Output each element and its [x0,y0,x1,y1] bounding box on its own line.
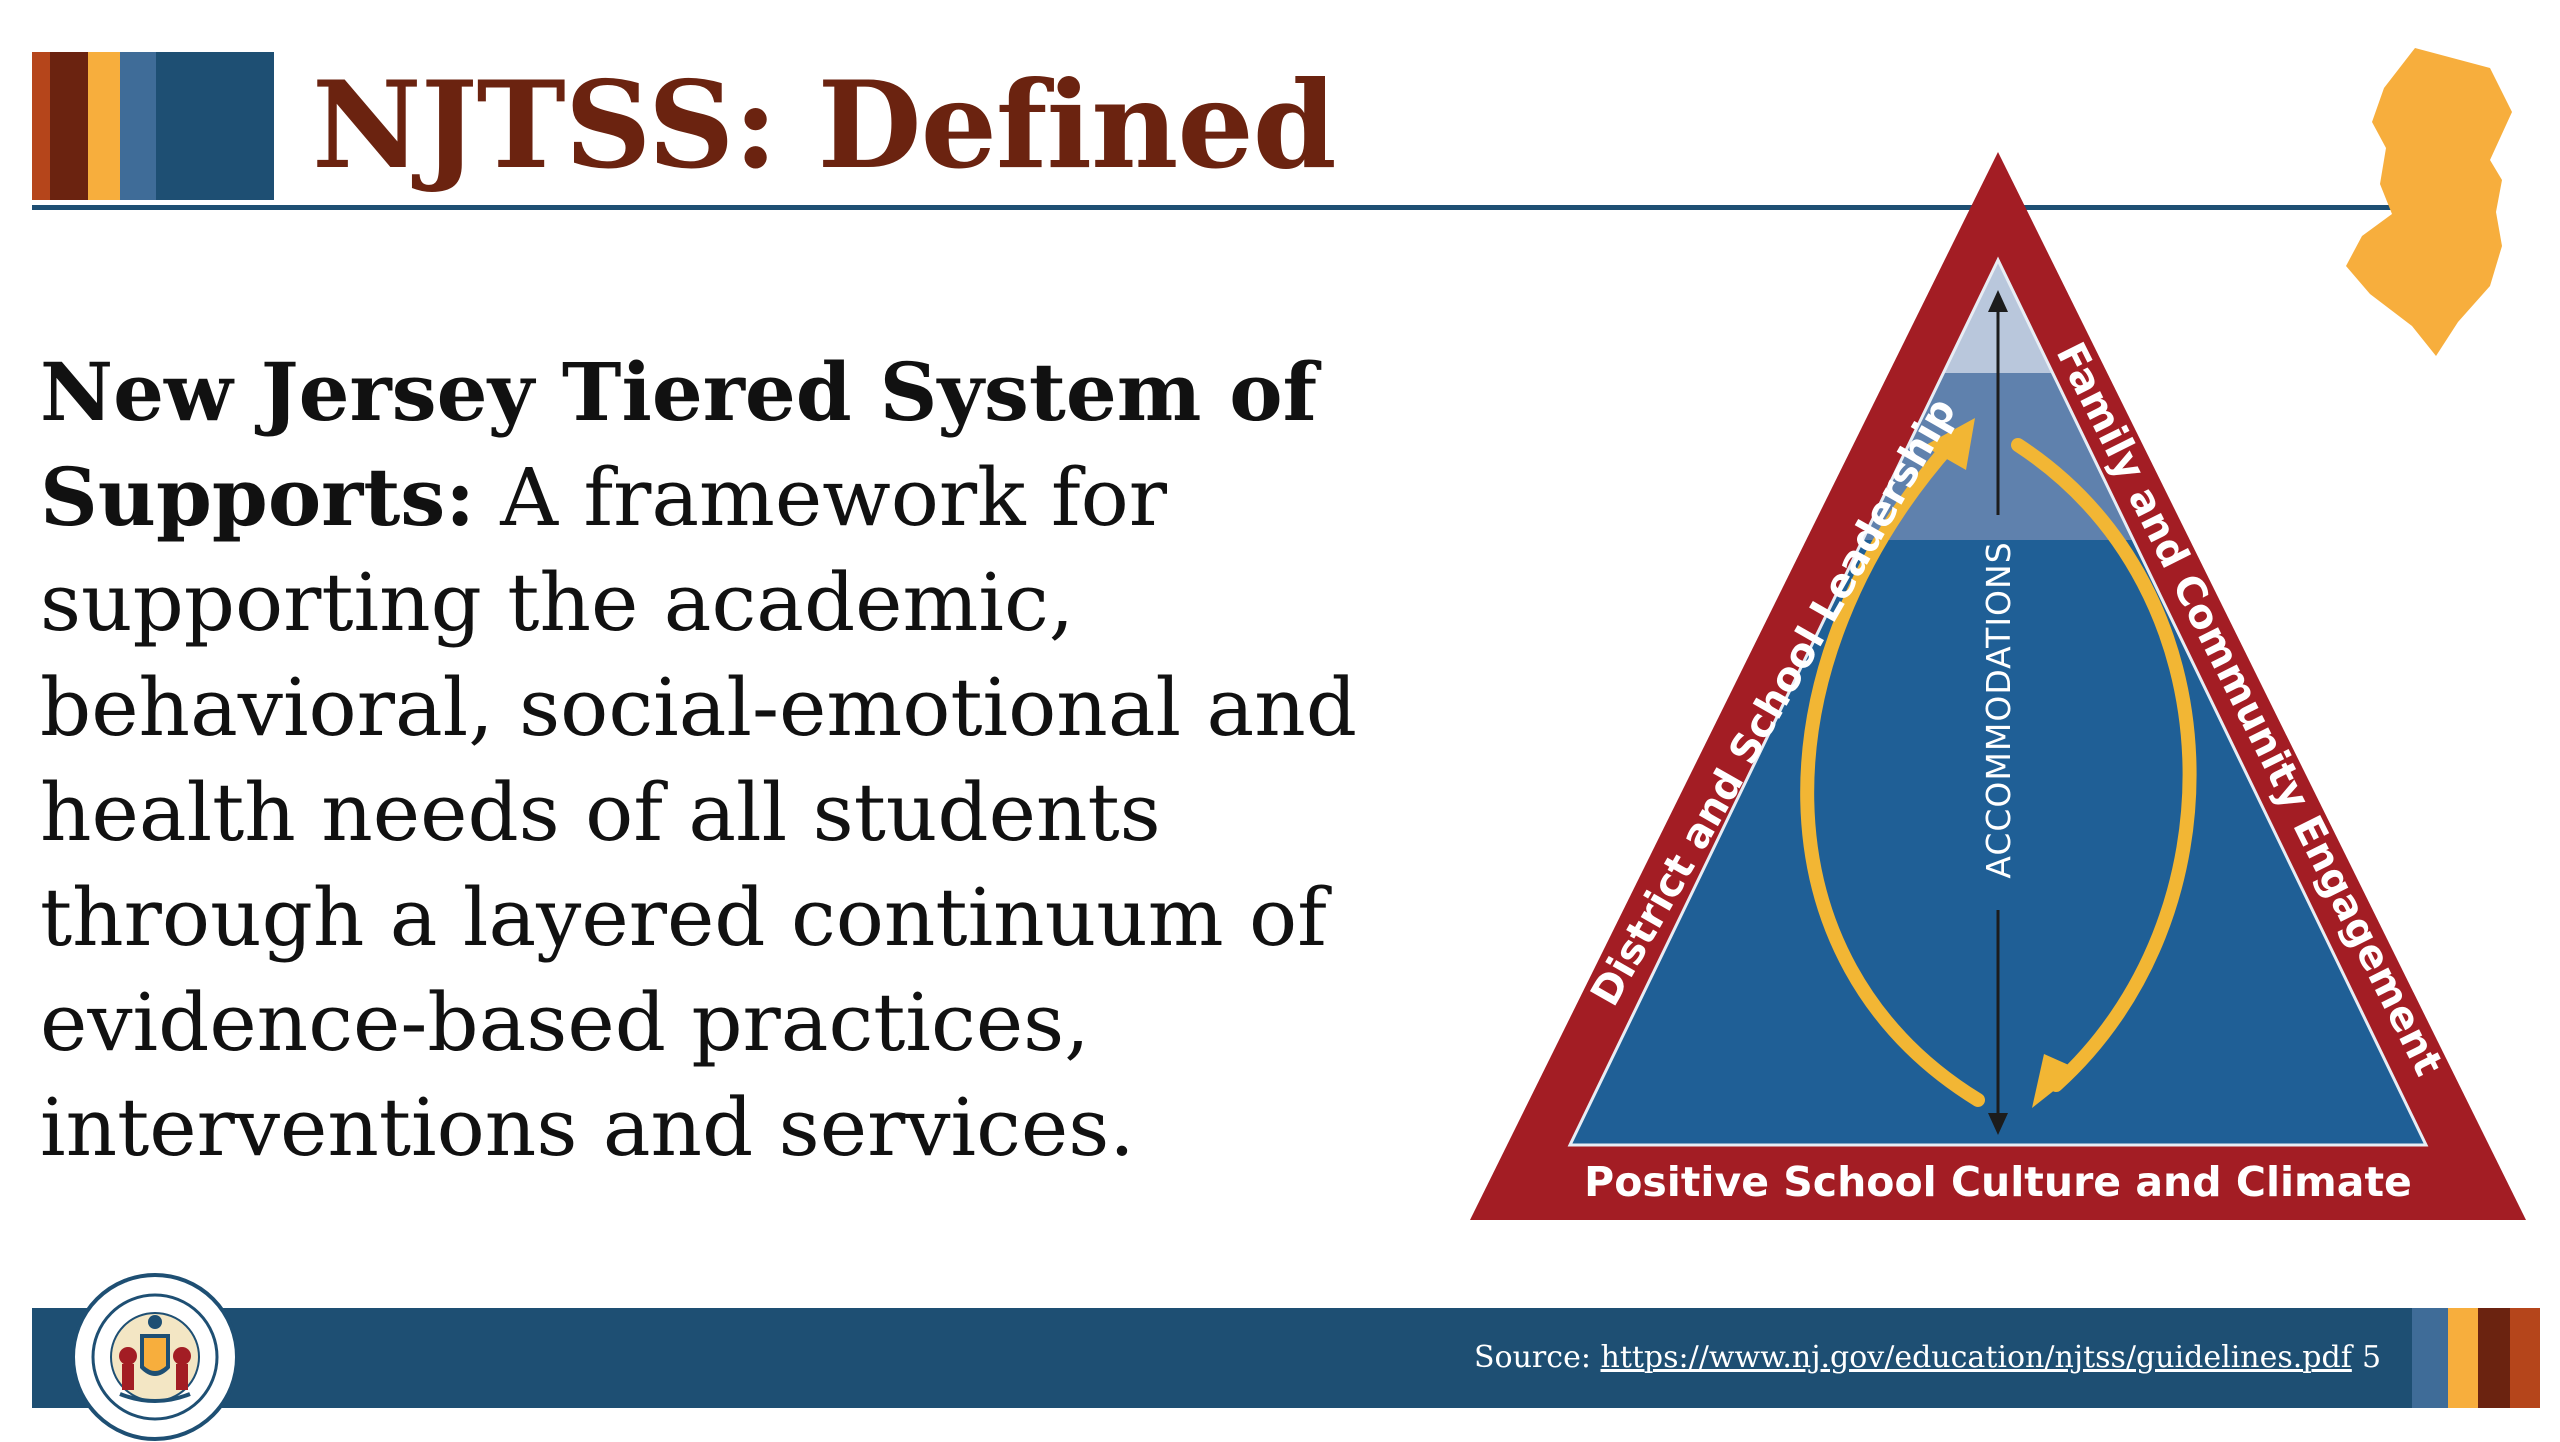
source-link[interactable]: https://www.nj.gov/education/njtss/guide… [1600,1340,2352,1375]
title-accent-stripes [32,52,274,200]
tier-middle [1570,373,2426,540]
accommodations-label: ACCOMMODATIONS [1979,541,2018,878]
vertical-arrow-up-icon [1988,290,2008,312]
nj-department-of-education-seal-icon [71,1273,239,1441]
vertical-arrow-down-icon [1988,1113,2008,1135]
footer-stripe-orange [2448,1308,2478,1408]
base-label: Positive School Culture and Climate [1584,1158,2412,1206]
triangle-inner-outline [1567,256,2429,1147]
footer-stripe-brown [2478,1308,2510,1408]
arrow-left-curve [1800,438,1985,1107]
footer-stripe-rust [2510,1308,2540,1408]
stripe-brown [50,52,88,200]
footer-stripe-steel-blue [2412,1308,2448,1408]
footer-accent-stripes [2412,1308,2540,1408]
arrow-right-head [2032,1054,2080,1108]
source-citation: Source: https://www.nj.gov/education/njt… [1474,1337,2352,1379]
page-number: 5 [2362,1340,2382,1375]
new-jersey-map-icon [2346,48,2512,356]
title-divider [32,205,2422,210]
footer-bar [32,1308,2412,1408]
definition-term: New Jersey Tiered System of Supports: [40,345,1317,544]
arrow-right-curve [2011,438,2197,1092]
stripe-steel-blue [120,52,156,200]
stripe-orange [88,52,120,200]
arrow-left-head [1924,418,1975,470]
stripe-navy [156,52,274,200]
source-label: Source: [1474,1340,1591,1375]
njtss-triangle-diagram: ACCOMMODATIONS District and School Leade… [1470,152,2526,1220]
definition-text: A framework for supporting the academic,… [40,451,1357,1174]
stripe-rust [32,52,50,200]
definition-paragraph: New Jersey Tiered System of Supports: A … [40,340,1480,1180]
page-title: NJTSS: Defined [312,55,1337,196]
